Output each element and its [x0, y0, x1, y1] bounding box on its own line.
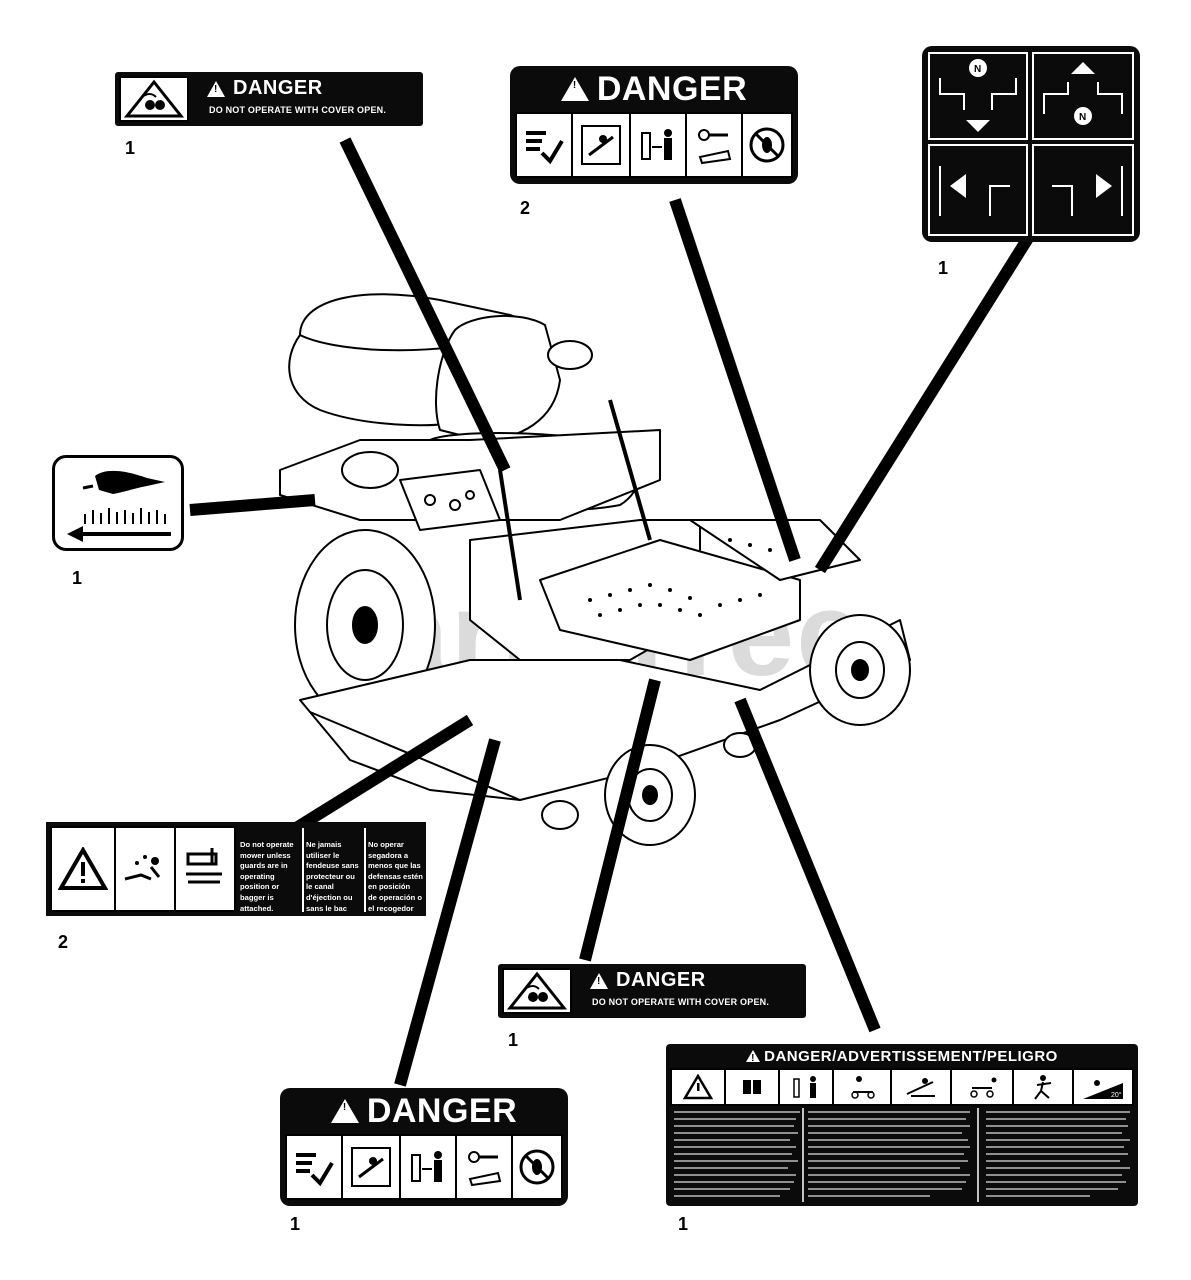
thrown-object-icon [517, 114, 573, 176]
warning-triangle-icon [52, 828, 116, 910]
thrown-object-person-icon [1014, 1070, 1074, 1104]
warning-triangle-icon [590, 972, 608, 989]
key-manual-icon [687, 114, 743, 176]
cover-open-warning: DO NOT OPERATE WITH COVER OPEN. [209, 105, 387, 115]
multilang-heading: DANGER/ADVERTISSEMENT/PELIGRO [764, 1047, 1058, 1065]
warning-triangle-icon [207, 80, 225, 97]
leader-lines [189, 137, 1036, 1087]
danger-heading: DANGER [616, 969, 706, 991]
thrown-object-icon [287, 1136, 343, 1198]
blade-cut-icon [573, 114, 631, 176]
turn-left-icon [928, 144, 1028, 236]
rider-mower-icon [834, 1070, 892, 1104]
warning-triangle-icon [746, 1050, 761, 1064]
decal-deflector: Do not operate mower unless guards are i… [46, 822, 426, 916]
decal-danger-icons-top: DANGER [510, 66, 798, 184]
key-manual-icon [457, 1136, 513, 1198]
entanglement-icon [502, 968, 572, 1014]
callout-center-cover: 1 [508, 1030, 519, 1050]
no-riders-icon [743, 114, 791, 176]
warning-triangle-icon [560, 77, 589, 101]
danger-heading: DANGER [233, 77, 323, 99]
manual-book-icon [726, 1070, 780, 1104]
decal-multilingual: DANGER/ADVERTISSEMENT/PELIGRO [666, 1044, 1138, 1206]
deflector-text-french: Ne jamais utiliser le fendeuse sans prot… [306, 840, 359, 913]
slope-hazard-icon: 20° [1074, 1070, 1132, 1104]
callout-hand: 1 [72, 568, 83, 588]
deflector-guard-icon [176, 828, 234, 910]
decal-motion-control: N N [922, 46, 1140, 242]
multilang-fine-print [674, 1108, 1130, 1202]
callout-top-left: 1 [125, 138, 136, 158]
callout-top-center: 2 [520, 198, 531, 218]
no-riders-icon [513, 1136, 561, 1198]
warning-triangle-icon [672, 1070, 726, 1104]
deck-plate-pattern [588, 538, 772, 617]
cover-open-warning: DO NOT OPERATE WITH COVER OPEN. [592, 997, 770, 1007]
keep-distance-icon [401, 1136, 457, 1198]
bystander-hazard-icon [952, 1070, 1014, 1104]
svg-text:N: N [974, 64, 981, 75]
deflector-text-english: Do not operate mower unless guards are i… [240, 840, 294, 913]
keep-distance-icon [631, 114, 687, 176]
decal-danger-icons-bottom: DANGER [280, 1088, 568, 1206]
thrown-debris-icon [116, 828, 176, 910]
keep-distance-icon [780, 1070, 834, 1104]
callout-top-right: 1 [938, 258, 949, 278]
danger-heading: DANGER [366, 1091, 518, 1130]
blade-hazard-icon [892, 1070, 952, 1104]
blade-cut-icon [343, 1136, 401, 1198]
hand-blade-icon [67, 470, 171, 542]
decal-cover-open-top: DANGER DO NOT OPERATE WITH COVER OPEN. [115, 72, 423, 126]
decal-cover-open-center: DANGER DO NOT OPERATE WITH COVER OPEN. [498, 964, 806, 1018]
callout-deflector: 2 [58, 932, 69, 952]
turn-right-icon [1032, 144, 1134, 236]
warning-triangle-icon [330, 1099, 359, 1123]
svg-text:20°: 20° [1111, 1091, 1122, 1099]
multilang-heading-row: DANGER/ADVERTISSEMENT/PELIGRO [666, 1046, 1138, 1066]
callout-bottom-multilang: 1 [678, 1214, 689, 1234]
callout-bottom-danger: 1 [290, 1214, 301, 1234]
neutral-reverse-icon: N [928, 52, 1028, 140]
seat-outline [434, 315, 561, 441]
decal-hand-blade [52, 455, 184, 551]
deflector-text-spanish: No operar segadora a menos que las defen… [368, 840, 423, 913]
danger-heading: DANGER [596, 69, 748, 108]
forward-neutral-icon: N [1032, 52, 1134, 140]
entanglement-icon [119, 76, 189, 122]
svg-text:N: N [1079, 112, 1086, 123]
